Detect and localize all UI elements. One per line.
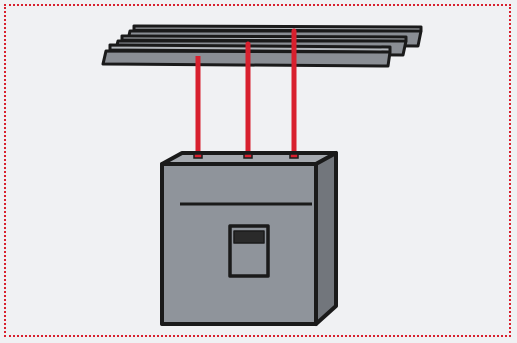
entry-middle xyxy=(243,153,253,159)
meter-window xyxy=(233,230,265,244)
entry-left xyxy=(193,153,203,159)
conductor-entries xyxy=(193,153,299,159)
entry-right xyxy=(289,153,299,159)
conductor-middle-tap xyxy=(245,41,251,47)
meter-icon xyxy=(228,224,270,278)
dotted-frame xyxy=(4,4,511,337)
busbar-icon xyxy=(101,24,423,68)
conductor-right-tap xyxy=(291,28,297,34)
box-right-face xyxy=(314,151,338,326)
conductor-icon xyxy=(195,28,297,157)
